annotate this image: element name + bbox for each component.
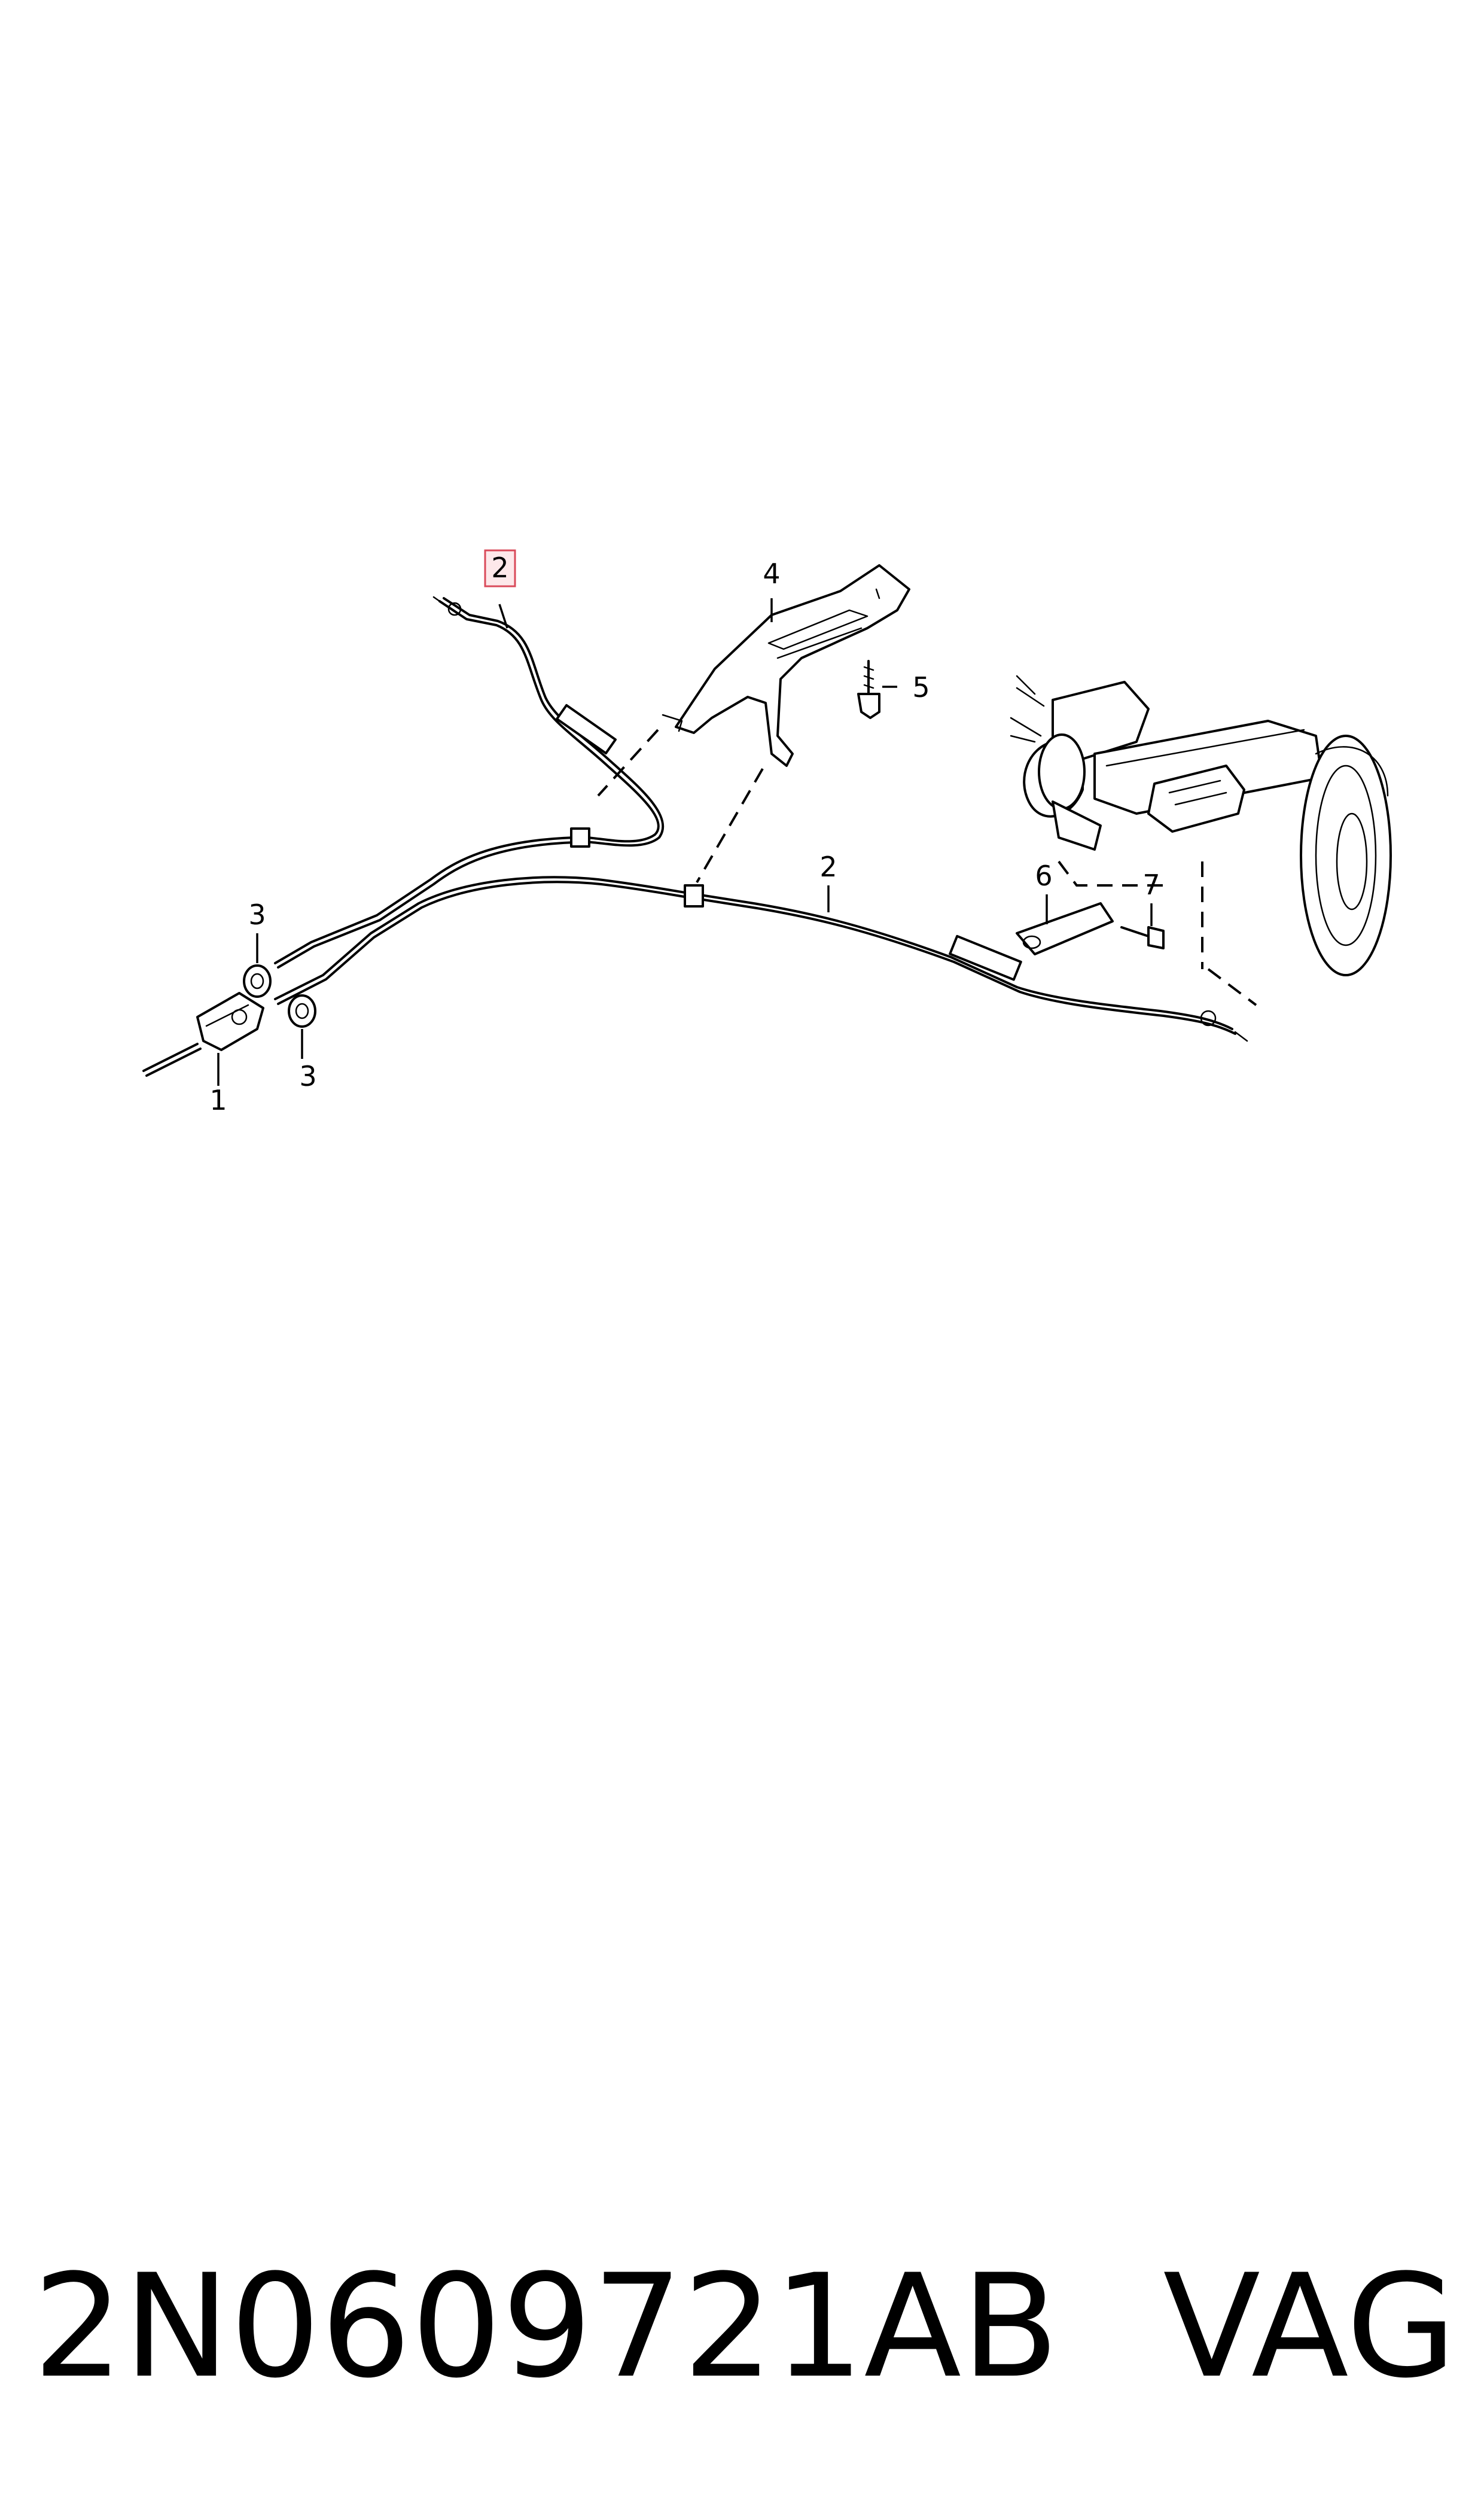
bracket-guide-line-right	[696, 768, 764, 884]
callout-3-top: 3	[248, 899, 266, 931]
rear-axle-assembly	[1010, 675, 1392, 1006]
mounting-bracket	[662, 564, 910, 767]
cable-grommet-upper	[243, 964, 272, 998]
callout-5: 5	[912, 671, 930, 704]
bracket-guide-line-left	[597, 729, 659, 797]
cable-holder	[1016, 902, 1114, 955]
bolt	[857, 660, 880, 719]
equalizer-lever	[142, 992, 264, 1077]
callout-2-highlighted: 2	[491, 552, 508, 584]
cable-grommet-lower	[288, 994, 316, 1028]
callout-1: 1	[209, 1084, 227, 1116]
brand-name: VAG	[1163, 2244, 1456, 2410]
footer: 2N0609721AB VAG	[33, 2249, 1456, 2405]
highlight-callout-box	[484, 549, 516, 587]
callout-6: 6	[1035, 860, 1052, 892]
callout-3-bottom: 3	[299, 1060, 316, 1092]
callout-4: 4	[763, 558, 780, 590]
callout-2: 2	[819, 851, 837, 883]
screw	[1120, 926, 1165, 949]
part-number: 2N0609721AB	[33, 2244, 1059, 2410]
main-brake-cable	[274, 876, 1248, 1042]
upper-brake-cable	[274, 596, 665, 969]
callout-7: 7	[1142, 869, 1160, 901]
